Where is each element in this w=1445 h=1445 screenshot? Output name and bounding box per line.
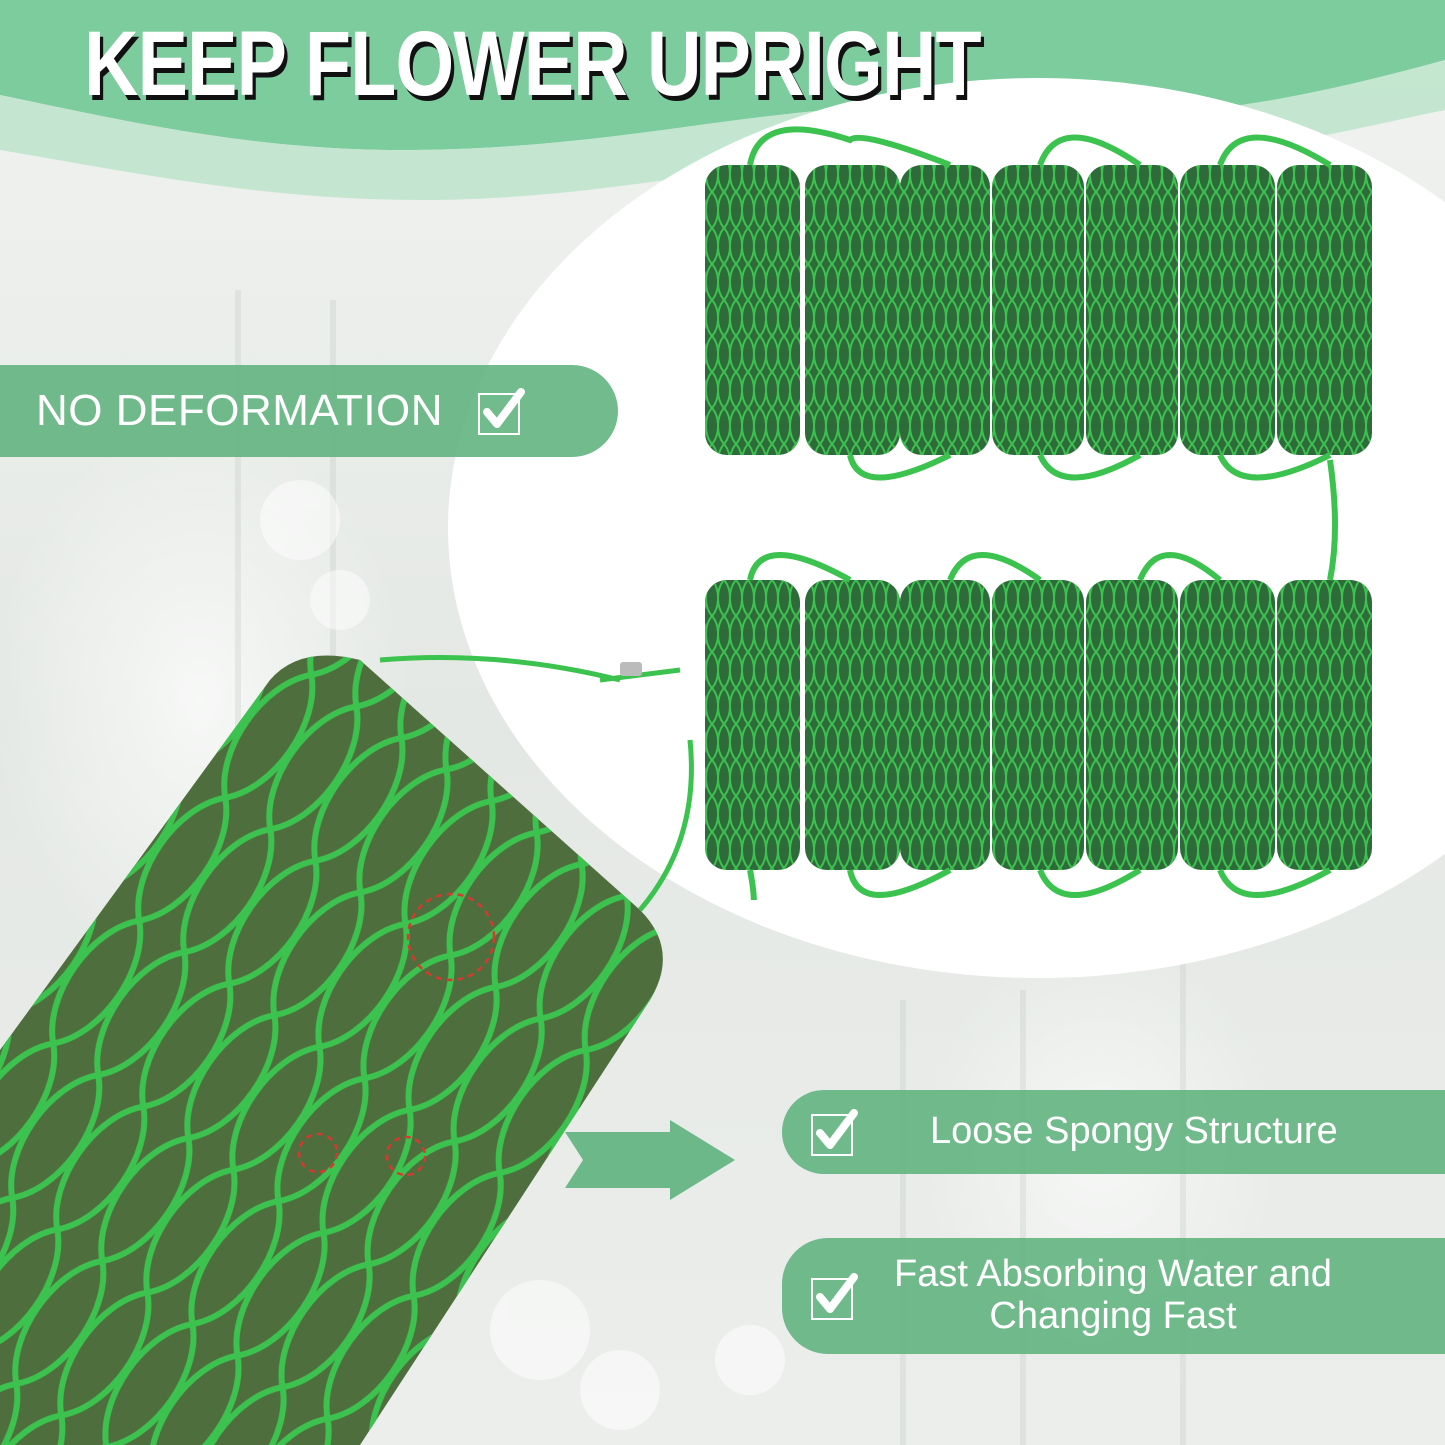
brick-row-bottom [705,459,1372,900]
badge-label-line1: Fast Absorbing Water and [894,1253,1332,1296]
checkbox-check-icon [811,1273,858,1320]
brick-row-top [705,126,1372,481]
arrow-right-icon [565,1120,735,1200]
checkbox-check-icon [478,388,526,435]
badge-no-deformation: NO DEFORMATION [0,365,618,457]
badge-label: Fast Absorbing Water and Changing Fast [894,1253,1332,1338]
badge-label: NO DEFORMATION [36,386,444,435]
badge-loose-spongy-structure: Loose Spongy Structure [782,1090,1445,1174]
badge-fast-absorbing: Fast Absorbing Water and Changing Fast [782,1238,1445,1354]
pore-highlight-circles [297,892,496,1177]
metal-clip [620,662,642,676]
headline: KEEP FLOWER UPRIGHT [84,13,982,115]
foam-brick-grid [705,126,1372,900]
badge-label-line2: Changing Fast [989,1295,1237,1337]
badge-label: Loose Spongy Structure [930,1110,1338,1153]
checkbox-check-icon [811,1109,858,1156]
foam-brick-closeup [0,655,694,1445]
